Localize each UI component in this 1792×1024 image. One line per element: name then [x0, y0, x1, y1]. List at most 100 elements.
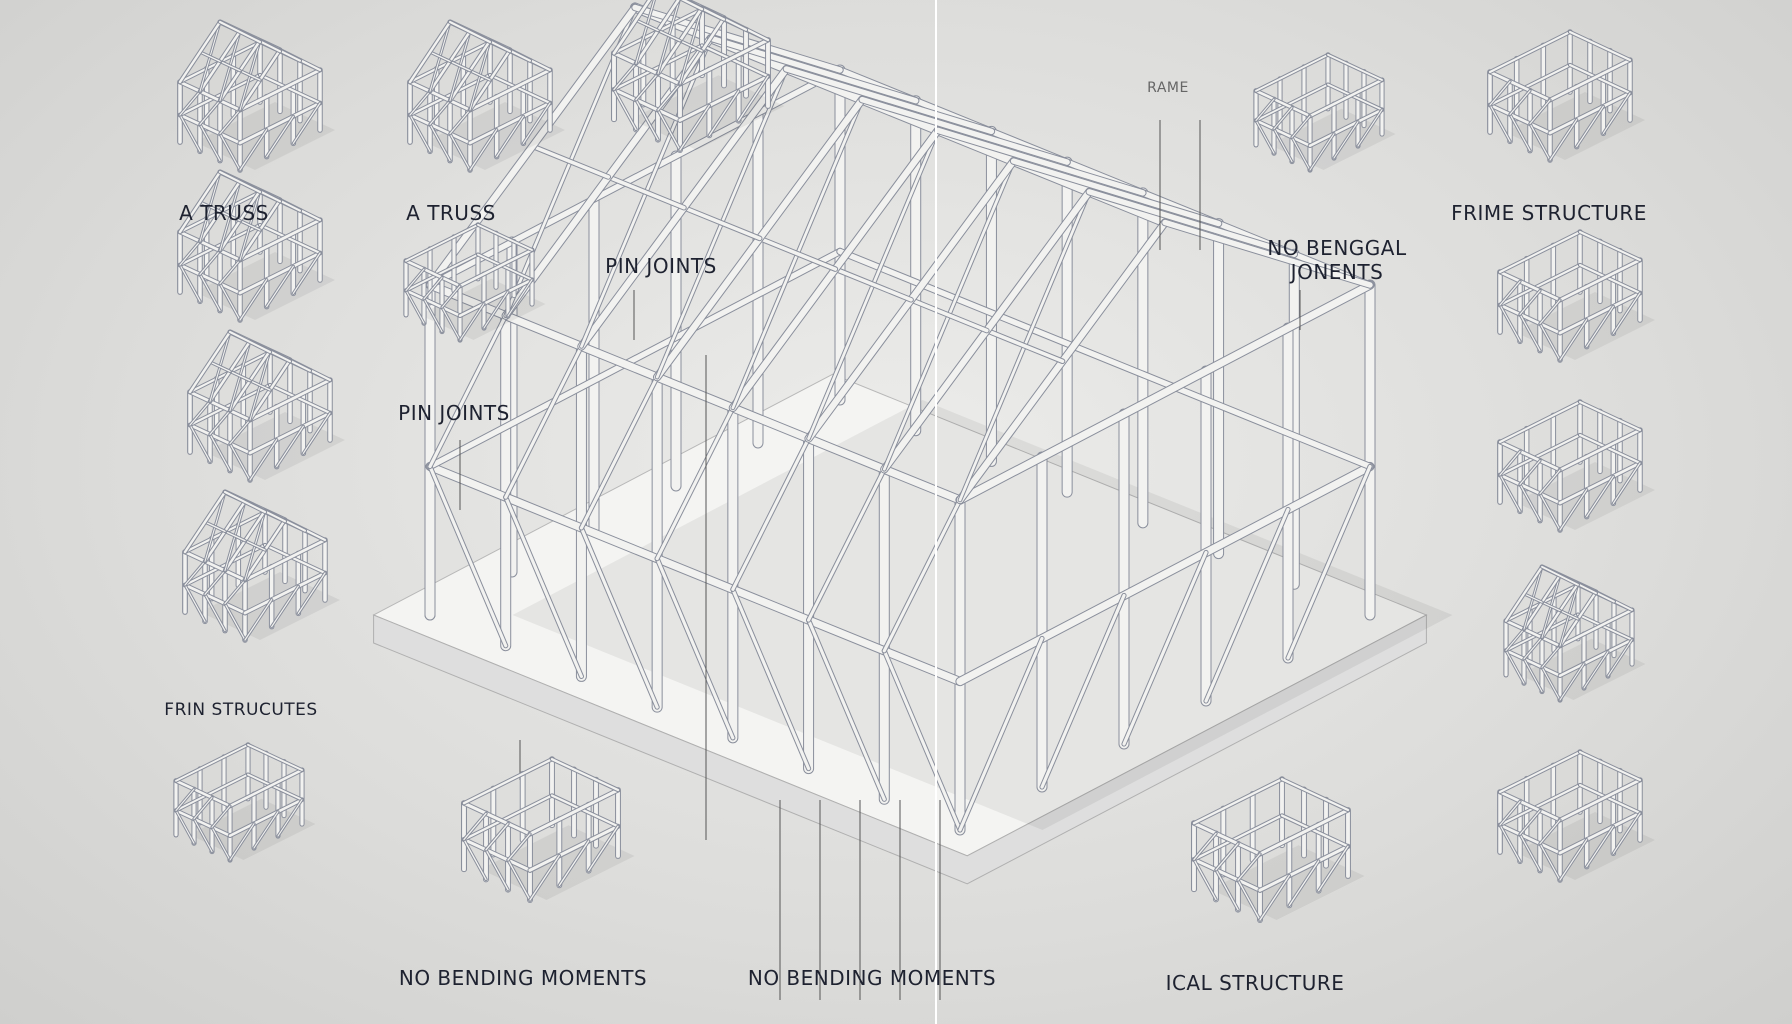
beam: [1577, 613, 1633, 641]
label-pin-joints: PIN JOINTS: [398, 401, 510, 425]
label-a-truss: A TRUSS: [406, 201, 496, 225]
brace: [219, 109, 241, 135]
brace: [737, 75, 769, 122]
beam: [175, 773, 249, 812]
brace: [655, 557, 735, 740]
beam: [1488, 30, 1572, 74]
brace: [441, 285, 461, 308]
brace: [244, 599, 273, 641]
brace: [1273, 107, 1293, 130]
beam: [1498, 783, 1582, 827]
purlin: [219, 60, 241, 72]
rafter: [1086, 189, 1297, 257]
brace: [806, 618, 886, 801]
brace: [558, 840, 590, 887]
brace: [423, 277, 443, 300]
beam: [1192, 857, 1262, 892]
purlin: [199, 201, 221, 213]
brace: [1291, 136, 1311, 171]
brace: [657, 83, 681, 111]
beam: [1280, 814, 1350, 848]
rafter: [681, 0, 704, 11]
thumbnail-structure: [182, 489, 340, 643]
purlin: [244, 539, 266, 551]
brace: [882, 649, 962, 832]
rafter: [612, 0, 652, 55]
shadow: [512, 400, 1453, 830]
beam: [462, 758, 554, 805]
brace: [1612, 812, 1641, 854]
thumbnail-structure: [173, 742, 316, 863]
beam: [183, 550, 247, 582]
purlin: [635, 19, 659, 32]
purlin: [219, 210, 241, 222]
beam: [612, 51, 682, 86]
brace: [1519, 483, 1541, 522]
beam: [426, 462, 964, 686]
brace: [184, 584, 206, 622]
brace: [1602, 92, 1631, 134]
thumbnail-structure: [1503, 564, 1646, 703]
beam: [528, 788, 620, 836]
thumbnail-structure: [177, 19, 335, 173]
brace: [469, 129, 498, 171]
brace: [199, 123, 221, 162]
brace: [429, 100, 451, 125]
beam: [247, 743, 303, 771]
brace: [1586, 475, 1614, 518]
brace: [731, 436, 811, 591]
brace: [1559, 839, 1588, 881]
beam: [174, 809, 232, 837]
beam: [1498, 790, 1562, 822]
beam: [1578, 433, 1642, 465]
brace: [1193, 858, 1217, 901]
beam: [174, 779, 232, 808]
beam: [1488, 103, 1552, 135]
beam: [488, 73, 552, 105]
beam: [1498, 750, 1582, 794]
label-line: JONENTS: [1290, 260, 1384, 284]
rafter: [1162, 219, 1373, 288]
brace: [1539, 493, 1561, 531]
beam: [1498, 473, 1562, 505]
rafter: [188, 330, 232, 394]
brace: [428, 464, 508, 648]
brace: [1309, 133, 1335, 171]
label-pin-joints: PIN JOINTS: [605, 254, 717, 278]
brace: [463, 812, 487, 841]
rafter: [178, 170, 222, 234]
beam: [178, 80, 242, 112]
brace: [1519, 810, 1541, 835]
brace: [1519, 290, 1541, 315]
brace: [1215, 869, 1239, 911]
brace: [1499, 474, 1521, 512]
brace: [1523, 637, 1543, 660]
brace: [239, 279, 268, 321]
beam: [1258, 808, 1350, 856]
rafter: [228, 330, 272, 354]
rafter: [183, 490, 227, 554]
brace: [1612, 462, 1641, 504]
beam: [178, 263, 242, 295]
beam: [1578, 263, 1642, 295]
brace: [1288, 860, 1320, 907]
rafter: [1541, 565, 1579, 586]
purlin: [229, 370, 251, 382]
brace: [292, 252, 321, 294]
brace: [428, 314, 508, 469]
brace: [189, 424, 211, 462]
brace: [277, 799, 303, 837]
brace: [1519, 460, 1541, 485]
beam: [458, 278, 534, 317]
brace: [635, 99, 659, 141]
brace: [1505, 649, 1525, 684]
beam: [1578, 230, 1642, 262]
beam: [1254, 119, 1312, 147]
beam: [1308, 108, 1384, 147]
brace: [199, 250, 221, 275]
purlin: [199, 51, 221, 63]
beam: [238, 68, 322, 112]
beam: [1498, 823, 1562, 855]
beam: [550, 794, 620, 828]
